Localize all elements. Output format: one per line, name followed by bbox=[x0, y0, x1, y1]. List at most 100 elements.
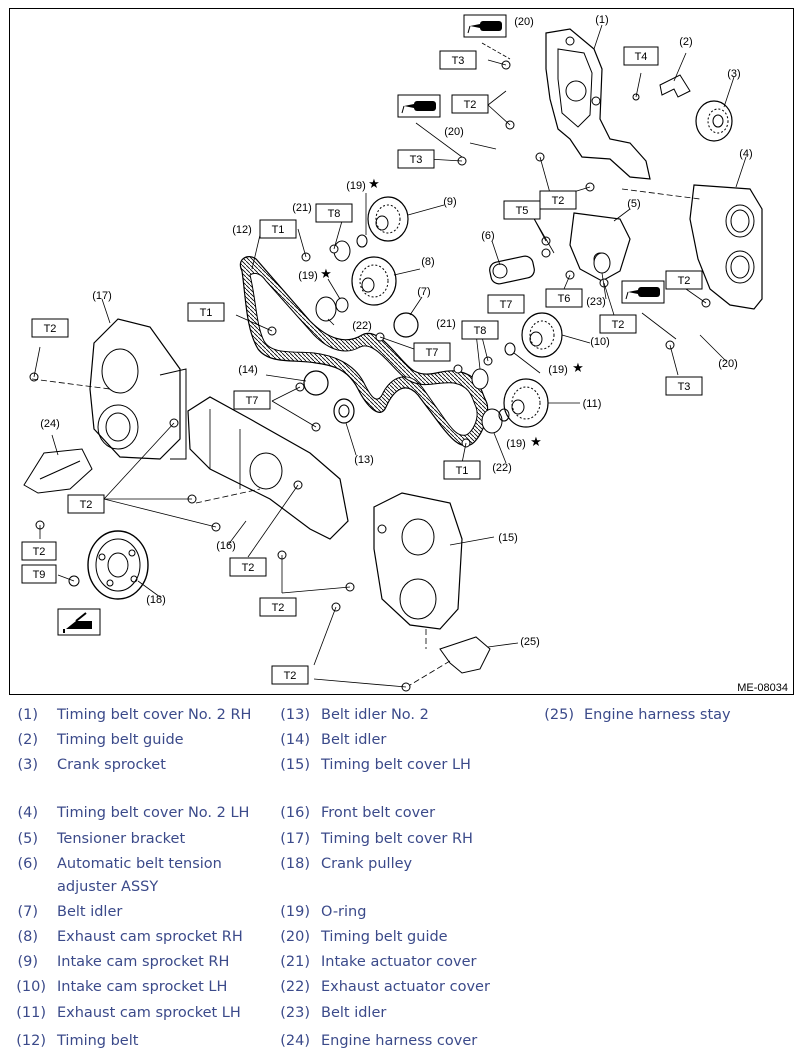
callout-17: (17) bbox=[92, 290, 112, 302]
legend-number: (23) bbox=[280, 1005, 310, 1021]
legend-number: (22) bbox=[280, 979, 310, 995]
callout-22: (22) bbox=[492, 462, 512, 474]
torque-label: T1 bbox=[272, 224, 285, 236]
legend-label: Timing belt bbox=[57, 1033, 139, 1049]
callout-24: (24) bbox=[40, 418, 60, 430]
callout-19: (19) bbox=[346, 180, 366, 192]
legend-number: (11) bbox=[16, 1005, 46, 1021]
legend-number: (4) bbox=[17, 805, 38, 821]
callout-13: (13) bbox=[354, 454, 374, 466]
callout-6: (6) bbox=[481, 230, 494, 242]
callout-23: (23) bbox=[586, 296, 606, 308]
legend-label: Timing belt cover RH bbox=[321, 831, 473, 847]
legend-number: (15) bbox=[280, 757, 310, 773]
callout-2: (2) bbox=[679, 36, 692, 48]
legend-number: (5) bbox=[17, 831, 38, 847]
figure-code: ME-08034 bbox=[737, 682, 788, 694]
legend-label: adjuster ASSY bbox=[57, 879, 159, 895]
torque-label: T3 bbox=[410, 154, 423, 166]
callout-3: (3) bbox=[727, 68, 740, 80]
torque-label: T2 bbox=[612, 319, 625, 331]
torque-label: T8 bbox=[474, 325, 487, 337]
legend-label: Timing belt guide bbox=[57, 732, 184, 748]
legend-label: Timing belt cover No. 2 RH bbox=[57, 707, 252, 723]
legend-label: Crank pulley bbox=[321, 856, 413, 872]
torque-label: T3 bbox=[678, 381, 691, 393]
callout-20: (20) bbox=[718, 358, 738, 370]
callout-18: (18) bbox=[146, 594, 166, 606]
star-marker: ★ bbox=[530, 434, 542, 449]
callout-21: (21) bbox=[292, 202, 312, 214]
callout-12: (12) bbox=[232, 224, 252, 236]
legend-label: Intake cam sprocket LH bbox=[57, 979, 228, 995]
legend-number: (1) bbox=[17, 707, 38, 723]
callout-14: (14) bbox=[238, 364, 258, 376]
torque-label: T2 bbox=[284, 670, 297, 682]
torque-label: T2 bbox=[80, 499, 93, 511]
torque-label: T2 bbox=[33, 546, 46, 558]
legend-number: (12) bbox=[16, 1033, 46, 1049]
torque-label: T2 bbox=[552, 195, 565, 207]
legend-label: Engine harness cover bbox=[321, 1033, 478, 1049]
callout-19: (19) bbox=[548, 364, 568, 376]
torque-label: T8 bbox=[328, 208, 341, 220]
legend-number: (17) bbox=[280, 831, 310, 847]
callout-1: (1) bbox=[595, 14, 608, 26]
sealant-icon bbox=[621, 280, 665, 304]
callout-11: (11) bbox=[583, 398, 602, 410]
legend-number: (7) bbox=[17, 904, 38, 920]
star-marker: ★ bbox=[572, 360, 584, 375]
torque-label: T2 bbox=[678, 275, 691, 287]
callout-19: (19) bbox=[506, 438, 526, 450]
torque-label: T1 bbox=[200, 307, 213, 319]
torque-label: T1 bbox=[456, 465, 469, 477]
diagram-svg: T3 T2 T3 T2 T4 T1 T8 T1 T5 T7 T6 T2 T2 T… bbox=[21, 14, 788, 694]
callout-5: (5) bbox=[627, 198, 640, 210]
legend-number: (2) bbox=[17, 732, 38, 748]
legend-label: Timing belt cover No. 2 LH bbox=[57, 805, 250, 821]
legend-number: (8) bbox=[17, 929, 38, 945]
torque-label: T3 bbox=[452, 55, 465, 67]
legend-number: (10) bbox=[16, 979, 46, 995]
belt-cover-no2-rh-shape bbox=[545, 28, 651, 180]
callout-4: (4) bbox=[739, 148, 752, 160]
legend-number: (3) bbox=[17, 757, 38, 773]
torque-label: T6 bbox=[558, 293, 571, 305]
torque-label: T2 bbox=[242, 562, 255, 574]
legend-label: Intake actuator cover bbox=[321, 954, 477, 970]
legend-label: Crank sprocket bbox=[57, 757, 166, 773]
legend-label: Tensioner bracket bbox=[57, 831, 186, 847]
leader-lines bbox=[31, 24, 747, 688]
legend-number: (25) bbox=[544, 707, 574, 723]
legend-label: Exhaust cam sprocket RH bbox=[57, 929, 243, 945]
legend-number: (14) bbox=[280, 732, 310, 748]
legend-number: (19) bbox=[280, 904, 310, 920]
legend-number: (20) bbox=[280, 929, 310, 945]
exploded-parts-diagram: T3 T2 T3 T2 T4 T1 T8 T1 T5 T7 T6 T2 T2 T… bbox=[9, 8, 794, 695]
torque-label: T2 bbox=[464, 99, 477, 111]
callout-8: (8) bbox=[421, 256, 434, 268]
legend-label: Intake cam sprocket RH bbox=[57, 954, 230, 970]
legend-label: Exhaust actuator cover bbox=[321, 979, 490, 995]
legend-label: Belt idler bbox=[57, 904, 123, 920]
legend-label: Belt idler bbox=[321, 1005, 387, 1021]
oil-can-icon bbox=[57, 608, 101, 636]
torque-label: T2 bbox=[44, 323, 57, 335]
callout-7: (7) bbox=[417, 286, 430, 298]
callout-19: (19) bbox=[298, 270, 318, 282]
callout-20: (20) bbox=[514, 16, 534, 28]
legend-label: O-ring bbox=[321, 904, 367, 920]
torque-label: T9 bbox=[33, 569, 46, 581]
star-marker: ★ bbox=[368, 176, 380, 191]
callout-20: (20) bbox=[444, 126, 464, 138]
torque-label: T7 bbox=[500, 299, 513, 311]
legend-number: (21) bbox=[280, 954, 310, 970]
legend-label: Engine harness stay bbox=[584, 707, 731, 723]
sealant-icon bbox=[397, 94, 441, 118]
legend-number: (18) bbox=[280, 856, 310, 872]
callout-22: (22) bbox=[352, 320, 372, 332]
legend-label: Exhaust cam sprocket LH bbox=[57, 1005, 241, 1021]
callout-9: (9) bbox=[443, 196, 456, 208]
callout-16: (16) bbox=[216, 540, 236, 552]
legend-label: Timing belt guide bbox=[321, 929, 448, 945]
